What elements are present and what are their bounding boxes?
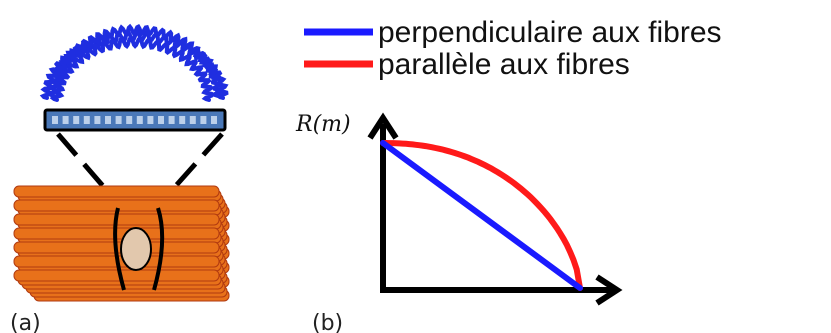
bar-square xyxy=(190,116,196,124)
bar-square xyxy=(158,116,164,124)
y-axis-label: R(m) xyxy=(295,112,351,137)
bar-square xyxy=(116,116,122,124)
bar-square xyxy=(137,116,143,124)
panel-a-illustration xyxy=(14,27,229,301)
substrate-bar xyxy=(45,110,225,130)
legend: perpendiculaire aux fibres parallèle aux… xyxy=(304,16,722,81)
bar-square xyxy=(211,116,217,124)
chart-area: R(m) xyxy=(295,112,617,303)
fibre-rod xyxy=(14,186,219,197)
bar-square xyxy=(126,116,132,124)
panel-a-label: (a) xyxy=(10,311,41,333)
legend-label-perpendicular: perpendiculaire aux fibres xyxy=(378,16,722,49)
bar-square xyxy=(94,116,100,124)
fibre-rod xyxy=(14,270,219,281)
bar-square xyxy=(200,116,206,124)
polymer-springs xyxy=(43,27,226,100)
bar-square xyxy=(169,116,175,124)
bar-square xyxy=(147,116,153,124)
bar-square xyxy=(52,116,58,124)
bar-square xyxy=(105,116,111,124)
bar-square xyxy=(63,116,69,124)
bar-square xyxy=(84,116,90,124)
bar-square xyxy=(179,116,185,124)
panel-b-label: (b) xyxy=(312,311,343,333)
legend-label-parallel: parallèle aux fibres xyxy=(378,48,630,81)
bar-square xyxy=(73,116,79,124)
